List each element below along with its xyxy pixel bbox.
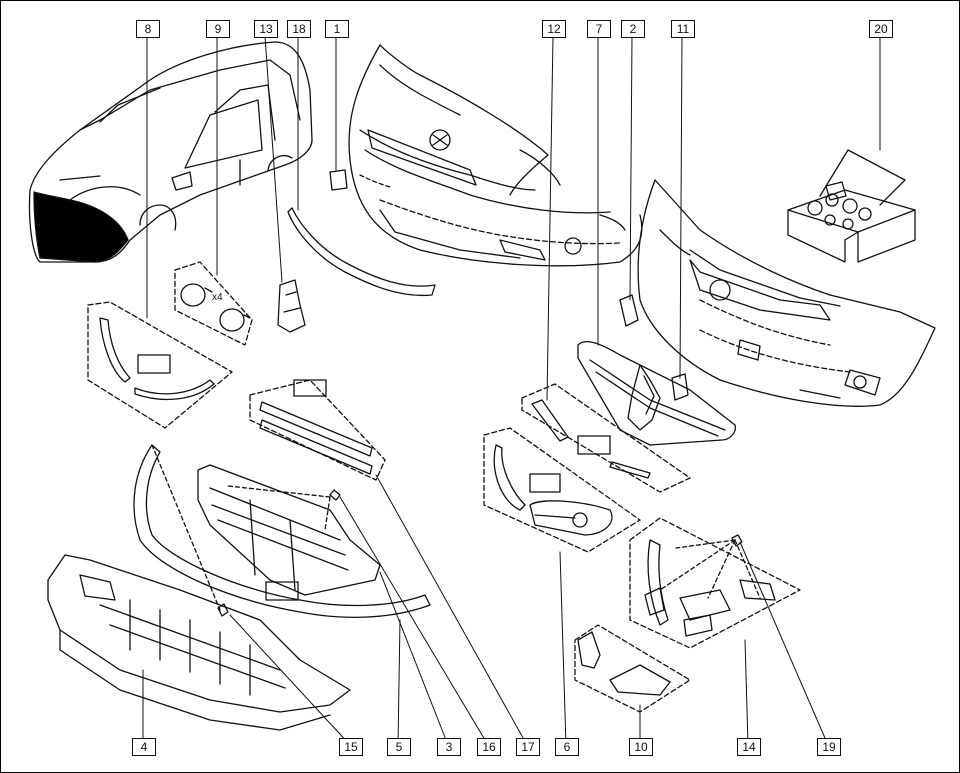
lower-spoiler [133,444,431,618]
callout-label-18: 18 [287,20,311,38]
grille-trim-kit [521,383,691,493]
front-bumper-assembly-right [619,179,936,407]
callout-label-3: 3 [437,738,461,756]
fog-lamps [174,261,253,346]
callout-label-15: 15 [339,738,363,756]
bumper-bracket-kit [629,517,801,649]
engine-undertray [47,554,351,731]
vehicle-illustration [28,41,313,263]
callout-label-14: 14 [737,738,761,756]
side-bracket-kit [574,624,691,713]
callout-label-1: 1 [325,20,349,38]
callout-label-9: 9 [206,20,230,38]
leader-lines [142,35,881,746]
callout-label-13: 13 [254,20,278,38]
lower-grille [197,464,381,601]
callout-label-16: 16 [477,738,501,756]
callout-label-4: 4 [132,738,156,756]
front-grille [577,341,736,446]
callout-label-6: 6 [555,738,579,756]
callout-label-5: 5 [387,738,411,756]
fixings-kit-box [787,149,916,263]
quantity-mark: x4 [212,292,223,303]
callout-label-10: 10 [629,738,653,756]
grille-insert-11 [671,373,689,401]
callout-label-12: 12 [542,20,566,38]
callout-label-2: 2 [621,20,645,38]
callout-label-19: 19 [817,738,841,756]
callout-label-20: 20 [869,20,893,38]
upper-trim-strip [287,207,436,297]
lower-grille-trim [249,379,386,481]
mounting-bracket-13 [277,279,306,333]
fog-lamp-surround-kit [483,427,641,553]
callout-label-11: 11 [671,20,695,38]
callout-label-7: 7 [587,20,611,38]
callout-label-17: 17 [516,738,540,756]
air-deflector-kit [87,301,233,429]
callout-label-8: 8 [136,20,160,38]
front-bumper-assembly-upper [329,44,643,267]
